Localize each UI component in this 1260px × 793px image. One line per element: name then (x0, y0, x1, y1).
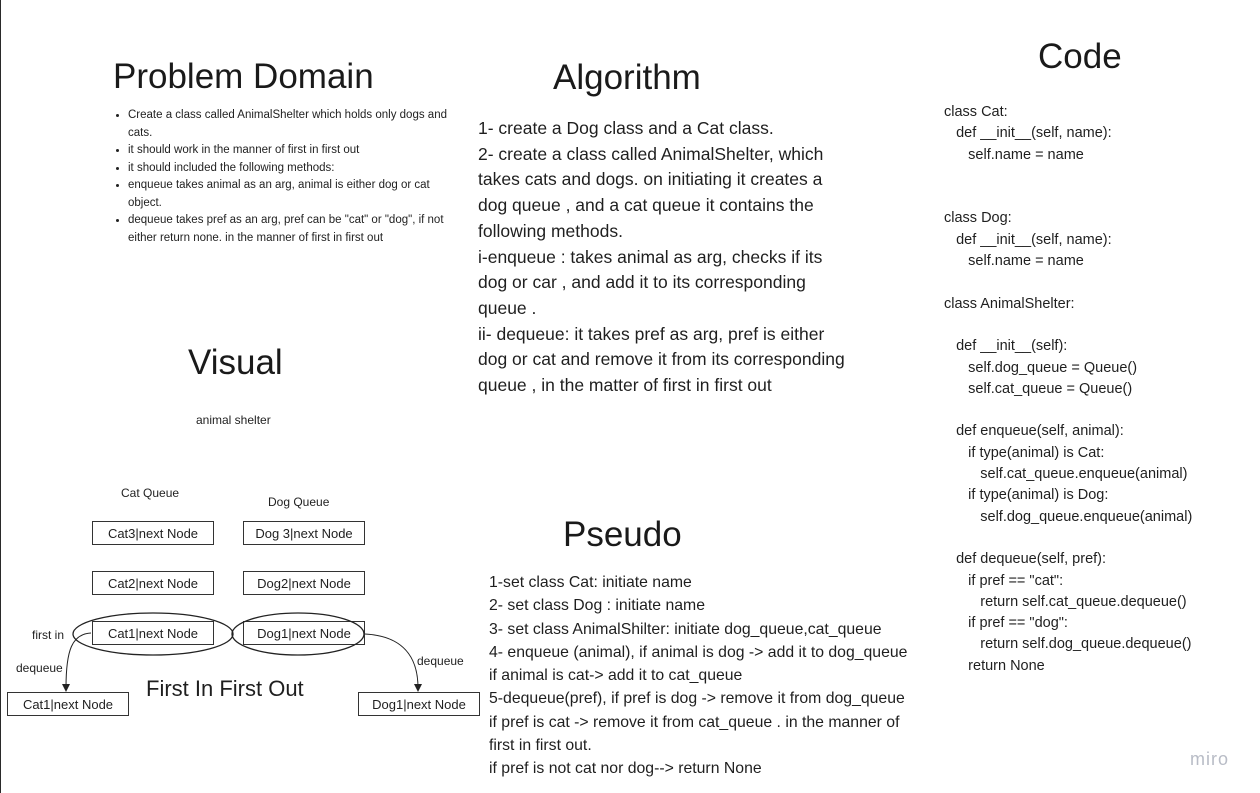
code-line: return None (944, 657, 1045, 674)
code-line: class Cat: (944, 104, 1008, 120)
first-in-label: first in (32, 628, 65, 642)
dog1-highlight-ellipse (231, 612, 365, 656)
pseudo-line: if animal is cat-> add it to cat_queue (489, 667, 743, 685)
board-left-edge (0, 0, 1, 793)
code-line: def __init__(self, name): (944, 231, 1112, 248)
problem-domain-bullet: Create a class called AnimalShelter whic… (128, 107, 448, 142)
pseudo-line: first in first out. (489, 737, 592, 755)
pseudo-line: 4- enqueue (animal), if animal is dog ->… (489, 643, 908, 661)
pseudo-line: 2- set class Dog : initiate name (489, 597, 705, 615)
dog1-node: Dog1|next Node (243, 621, 365, 645)
dog3-node: Dog 3|next Node (243, 521, 365, 545)
code-line: return self.dog_queue.dequeue() (944, 636, 1192, 653)
problem-domain-bullet: it should included the following methods… (128, 160, 448, 178)
algorithm-line: 1- create a Dog class and a Cat class. (478, 118, 774, 138)
code-line: def __init__(self): (944, 338, 1068, 355)
code-line: def enqueue(self, animal): (944, 423, 1124, 440)
dog2-node: Dog2|next Node (243, 571, 365, 595)
code-line: return self.cat_queue.dequeue() (944, 593, 1187, 610)
code-line: class Dog: (944, 210, 1012, 227)
code-line: self.cat_queue.enqueue(animal) (944, 466, 1188, 483)
code-line: self.name = name (944, 253, 1084, 270)
algorithm-line: i-enqueue : takes animal as arg, checks … (478, 246, 828, 318)
cat1-highlight-ellipse (72, 612, 234, 656)
algorithm-line: 2- create a class called AnimalShelter, … (478, 143, 829, 241)
dequeue-right-label: dequeue (417, 654, 464, 668)
problem-domain-bullet: it should work in the manner of first in… (128, 142, 448, 160)
code-line: if pref == "cat": (944, 572, 1064, 589)
code-line: def dequeue(self, pref): (944, 551, 1107, 568)
dog-dequeue-arrowhead (414, 684, 422, 692)
code-line: if pref == "dog": (944, 615, 1068, 632)
code-line: self.name = name (944, 146, 1084, 163)
algorithm-title: Algorithm (553, 58, 701, 97)
dog-queue-label: Dog Queue (268, 495, 330, 509)
pseudo-line: if pref is not cat nor dog--> return Non… (489, 760, 762, 778)
cat-dequeue-arrowhead (62, 684, 70, 692)
problem-domain-list: Create a class called AnimalShelter whic… (114, 107, 448, 247)
visual-subtitle: animal shelter (196, 413, 271, 427)
code-line: if type(animal) is Dog: (944, 487, 1109, 504)
cat-dequeue-arrow (65, 632, 92, 689)
pseudo-block: 1-set class Cat: initiate name 2- set cla… (489, 571, 949, 781)
pseudo-line: if pref is cat -> remove it from cat_que… (489, 713, 900, 731)
cat3-node: Cat3|next Node (92, 521, 214, 545)
code-line: if type(animal) is Cat: (944, 444, 1105, 461)
problem-domain-bullet: dequeue takes pref as an arg, pref can b… (128, 212, 448, 247)
pseudo-title: Pseudo (563, 515, 682, 554)
code-line: class AnimalShelter: (944, 295, 1075, 312)
dog-dequeue-arrow (364, 633, 419, 689)
problem-domain-bullet: enqueue takes animal as an arg, animal i… (128, 177, 448, 212)
algorithm-text: 1- create a Dog class and a Cat class. 2… (478, 116, 853, 399)
code-line: self.cat_queue = Queue() (944, 380, 1133, 397)
code-line: def __init__(self, name): (944, 125, 1112, 142)
code-line: self.dog_queue.enqueue(animal) (944, 508, 1193, 525)
pseudo-line: 5-dequeue(pref), if pref is dog -> remov… (489, 690, 905, 708)
cat2-node: Cat2|next Node (92, 571, 214, 595)
pseudo-line: 1-set class Cat: initiate name (489, 574, 692, 591)
dequeued-dog-node: Dog1|next Node (358, 692, 480, 716)
problem-domain-title: Problem Domain (113, 57, 374, 96)
visual-title: Visual (188, 343, 283, 382)
algorithm-line: ii- dequeue: it takes pref as arg, pref … (478, 323, 850, 396)
miro-watermark: miro (1190, 749, 1229, 769)
cat-queue-label: Cat Queue (121, 486, 180, 500)
code-title: Code (1038, 37, 1122, 76)
dequeue-left-label: dequeue (16, 661, 63, 675)
pseudo-line: 3- set class AnimalShilter: initiate dog… (489, 620, 882, 638)
code-block: class Cat: def __init__(self, name): sel… (944, 102, 1244, 677)
cat1-node: Cat1|next Node (92, 621, 214, 645)
dequeued-cat-node: Cat1|next Node (7, 692, 129, 716)
code-line: self.dog_queue = Queue() (944, 359, 1138, 376)
fifo-label: First In First Out (146, 676, 304, 701)
